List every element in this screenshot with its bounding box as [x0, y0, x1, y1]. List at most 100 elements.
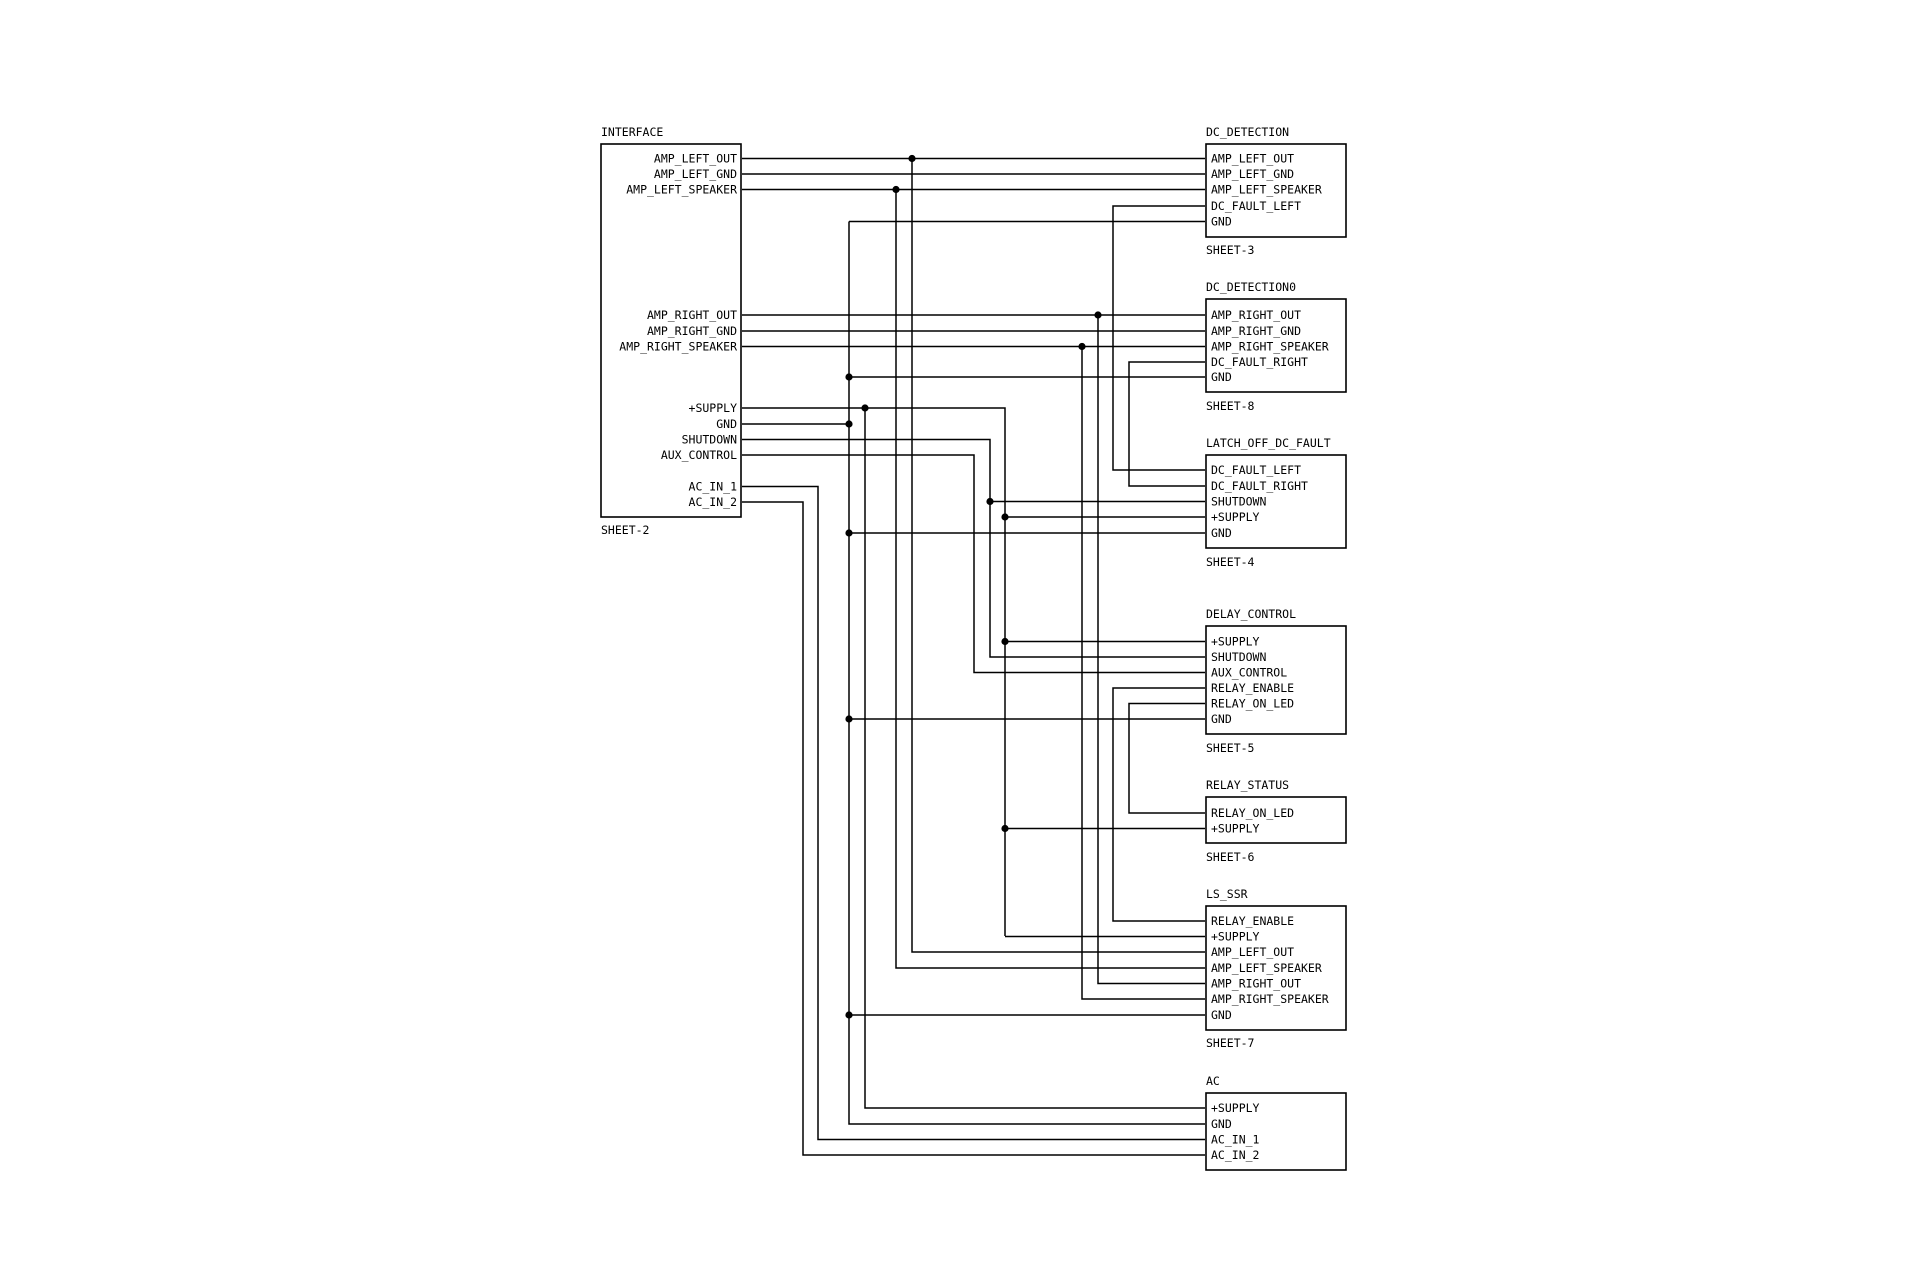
pin-label: AMP_RIGHT_OUT — [1211, 977, 1301, 991]
wire-dc-fault-left — [1112, 205, 1205, 471]
junction-dot — [845, 420, 853, 428]
pin-label: AMP_RIGHT_SPEAKER — [1211, 340, 1329, 354]
pin-label: GND — [1211, 215, 1232, 229]
sheet-title: LS_SSR — [1206, 887, 1248, 901]
sheet-latch-off-dc-fault: LATCH_OFF_DC_FAULT SHEET-4 DC_FAULT_LEFT… — [1205, 436, 1347, 569]
junction-dot — [986, 497, 994, 506]
junction-dot — [1001, 513, 1009, 521]
junction-dot — [845, 715, 853, 723]
wire-aux-control — [742, 454, 1205, 674]
pin-label: GND — [1211, 370, 1232, 384]
wires — [742, 157, 1205, 1156]
sheet-number: SHEET-4 — [1206, 555, 1255, 569]
sheet-ls-ssr: LS_SSR SHEET-7 RELAY_ENABLE +SUPPLY AMP_… — [1205, 887, 1347, 1050]
pin-label: SHUTDOWN — [1211, 495, 1266, 509]
junction-dot — [845, 373, 853, 381]
pin-label: +SUPPLY — [1211, 635, 1260, 649]
pin-label: GND — [1211, 712, 1232, 726]
sheet-title: INTERFACE — [601, 125, 663, 139]
pin-label: AMP_LEFT_OUT — [1211, 945, 1294, 959]
sheet-box — [600, 143, 742, 518]
pin-label: DC_FAULT_LEFT — [1211, 463, 1301, 477]
pin-label: AMP_LEFT_GND — [654, 167, 737, 181]
sheet-box — [1205, 905, 1347, 1031]
pin-label: GND — [1211, 1117, 1232, 1131]
wire-gnd-bus — [848, 221, 1205, 1125]
pin-label: AMP_RIGHT_GND — [1211, 324, 1301, 338]
pin-label: AUX_CONTROL — [661, 448, 737, 462]
sheet-dc-detection: DC_DETECTION SHEET-3 AMP_LEFT_OUT AMP_LE… — [1205, 125, 1347, 257]
junction-dot — [1001, 824, 1009, 833]
sheet-interface: INTERFACE SHEET-2 AMP_LEFT_OUT AMP_LEFT_… — [600, 125, 742, 537]
wire-ac-in-1 — [742, 485, 1205, 1141]
pin-label: AMP_RIGHT_SPEAKER — [619, 340, 737, 354]
wire-amp-right-speaker-to-ls-ssr — [1081, 346, 1205, 1000]
pin-label: AMP_RIGHT_GND — [647, 324, 737, 338]
sheet-box — [1205, 625, 1347, 735]
sheet-title: LATCH_OFF_DC_FAULT — [1206, 436, 1331, 450]
pin-label: AMP_LEFT_OUT — [1211, 152, 1294, 166]
pin-label: +SUPPLY — [1211, 510, 1260, 524]
wire-supply-to-ac — [864, 408, 1205, 1109]
wire-amp-right-out-to-ls-ssr — [1097, 315, 1205, 985]
sheet-box — [1205, 454, 1347, 549]
pin-label: AMP_LEFT_GND — [1211, 167, 1294, 181]
sheet-box — [1205, 143, 1347, 238]
sheet-number: SHEET-8 — [1206, 399, 1255, 413]
pin-label: SHUTDOWN — [682, 433, 737, 447]
junction-dot — [1001, 637, 1009, 646]
junction-dot — [845, 1011, 853, 1019]
pin-label: GND — [1211, 526, 1232, 540]
sheet-ac: AC +SUPPLY GND AC_IN_1 AC_IN_2 — [1205, 1074, 1347, 1171]
wire-relay-enable — [1112, 687, 1205, 922]
junction-dot — [1078, 342, 1086, 351]
pin-label: AUX_CONTROL — [1211, 666, 1287, 680]
pin-label: AC_IN_1 — [1211, 1133, 1260, 1147]
junction-dot — [892, 185, 900, 194]
wire-ac-in-2 — [742, 501, 1205, 1156]
pin-label: AMP_RIGHT_OUT — [1211, 308, 1301, 322]
sheet-title: DC_DETECTION0 — [1206, 280, 1296, 294]
pin-label: RELAY_ON_LED — [1211, 806, 1294, 820]
sheet-number: SHEET-3 — [1206, 243, 1255, 257]
pin-label: +SUPPLY — [1211, 930, 1260, 944]
pin-label: AC_IN_2 — [1211, 1148, 1259, 1162]
junction-dot — [1094, 311, 1102, 319]
pin-label: AMP_LEFT_SPEAKER — [1211, 961, 1322, 975]
wire-shutdown — [742, 438, 1205, 658]
sheet-number: SHEET-7 — [1206, 1036, 1255, 1050]
sheet-box — [1205, 796, 1347, 844]
pin-label: AMP_RIGHT_SPEAKER — [1211, 992, 1329, 1006]
sheet-dc-detection0: DC_DETECTION0 SHEET-8 AMP_RIGHT_OUT AMP_… — [1205, 280, 1347, 413]
wire-supply — [742, 407, 1006, 936]
pin-label: AMP_RIGHT_OUT — [647, 308, 737, 322]
sheet-number: SHEET-2 — [601, 523, 649, 537]
wire-relay-on-led — [1128, 702, 1205, 814]
sheet-number: SHEET-5 — [1206, 741, 1254, 755]
sheet-relay-status: RELAY_STATUS SHEET-6 RELAY_ON_LED +SUPPL… — [1205, 778, 1347, 864]
wire-amp-left-out-to-ls-ssr — [911, 158, 1205, 953]
pin-label: AMP_LEFT_OUT — [654, 152, 737, 166]
sheet-title: AC — [1206, 1074, 1220, 1088]
pin-label: +SUPPLY — [1211, 822, 1260, 836]
sheet-title: DELAY_CONTROL — [1206, 607, 1296, 621]
pin-label: +SUPPLY — [1211, 1101, 1260, 1115]
junction-dot — [908, 154, 916, 163]
pin-label: AC_IN_2 — [689, 495, 737, 509]
pin-label: SHUTDOWN — [1211, 650, 1266, 664]
pin-label: AMP_LEFT_SPEAKER — [626, 183, 737, 197]
wire-dc-fault-right — [1128, 361, 1205, 487]
pin-label: DC_FAULT_LEFT — [1211, 199, 1301, 213]
pin-label: RELAY_ON_LED — [1211, 697, 1294, 711]
sheet-box — [1205, 298, 1347, 393]
pin-label: GND — [716, 417, 737, 431]
pin-label: DC_FAULT_RIGHT — [1211, 355, 1308, 369]
sheet-title: DC_DETECTION — [1206, 125, 1289, 139]
pin-label: AMP_LEFT_SPEAKER — [1211, 183, 1322, 197]
wire-amp-left-speaker-to-ls-ssr — [895, 189, 1205, 969]
junction-dot — [861, 404, 869, 412]
sheet-box — [1205, 1092, 1347, 1171]
pin-label: RELAY_ENABLE — [1211, 914, 1294, 928]
